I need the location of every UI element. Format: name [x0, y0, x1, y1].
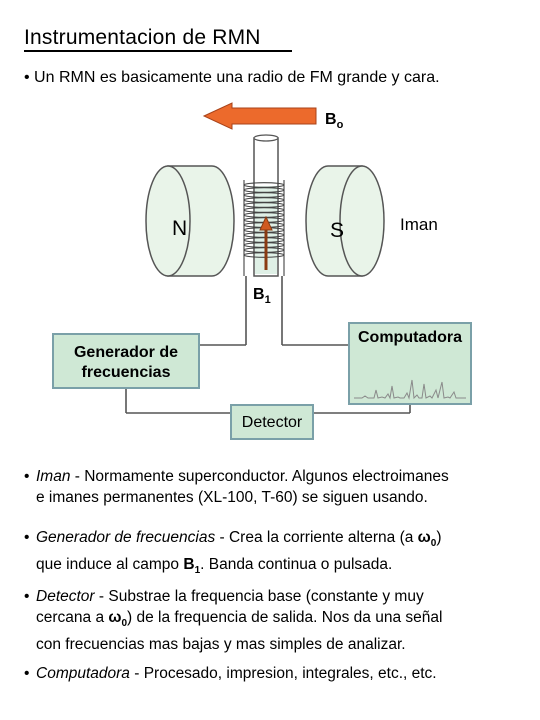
nmr-diagram: Bo N S Iman [125, 102, 438, 414]
page-title: Instrumentacion de RMN [24, 26, 261, 49]
detector-text-1: - Substrae la frequencia base (constante… [94, 588, 424, 605]
bullet-dot: • [24, 665, 30, 682]
iman-text-2: e imanes permanentes (XL-100, T-60) se s… [36, 489, 428, 506]
omega-symbol: ω [108, 609, 122, 626]
bullet-generador: • Generador de frecuencias - Crea la corr… [24, 527, 524, 581]
bullet-dot: • [24, 69, 35, 86]
generador-text-2a: que induce al campo [36, 556, 184, 574]
computadora-text-1: - Procesado, impresion, integrales, etc.… [129, 665, 437, 682]
iman-text-1: - Normamente superconductor. Algunos ele… [70, 468, 449, 485]
omega-symbol: ω [417, 529, 431, 546]
generador-text-1a: - Crea la corriente alterna (a [215, 529, 418, 546]
generator-label-line1: Generador de [73, 344, 179, 361]
omega-subscript: 0 [121, 618, 128, 630]
detector-line-2: cercana a ω0) de la frequencia de salida… [24, 607, 524, 634]
bullet-iman: • Iman - Normamente superconductor. Algun… [24, 466, 524, 508]
term-computadora: Computadora [36, 665, 130, 682]
computer-label: Computadora [358, 329, 462, 346]
detector-text-2a: cercana a [36, 609, 109, 626]
magnet-north [145, 165, 235, 277]
magnet-label: Iman [400, 215, 438, 234]
b-symbol: B [183, 556, 195, 574]
generador-text-2b: . Banda continua o pulsada. [200, 556, 393, 574]
detector-text-2b: ) de la frequencia de salida. Nos da una… [127, 609, 443, 626]
detector-box: Detector [230, 404, 314, 440]
detector-label: Detector [241, 414, 303, 431]
magnet-south [305, 165, 385, 277]
generator-label-line2: frecuencias [81, 364, 171, 381]
title-underline [24, 50, 292, 52]
b1-field-arrow [259, 215, 273, 270]
b-subscript: 1 [194, 565, 201, 577]
bullet-detector: • Detector - Substrae la frequencia base … [24, 586, 524, 655]
rf-coil [243, 180, 285, 276]
bullet-dot: • [24, 529, 30, 546]
frequency-generator-box: Generador de frecuencias [52, 333, 200, 389]
b1-label: B1 [253, 286, 271, 306]
generador-line-2: que induce al campo B1. Banda continua o… [24, 554, 524, 581]
term-iman: Iman [36, 468, 71, 485]
computer-box: Computadora [348, 322, 472, 405]
detector-text-3: con frecuencias mas bajas y mas simples … [36, 636, 406, 654]
spectrum-icon [354, 379, 466, 400]
bullet-dot: • [24, 468, 30, 485]
b0-field-arrow [202, 102, 317, 130]
term-generador: Generador de frecuencias [36, 529, 216, 546]
intro-bullet: • Un RMN es basicamente una radio de FM … [24, 69, 440, 87]
bullet-dot: • [24, 588, 30, 605]
pole-n-label: N [172, 217, 187, 240]
connection-wires [125, 276, 411, 414]
b0-label: Bo [325, 111, 344, 131]
generador-text-1b: ) [436, 529, 442, 546]
omega-subscript: 0 [430, 538, 437, 550]
bullet-computadora: • Computadora - Procesado, impresion, int… [24, 663, 524, 684]
pole-s-label: S [330, 219, 344, 242]
intro-text: Un RMN es basicamente una radio de FM gr… [34, 69, 440, 86]
term-detector: Detector [36, 588, 95, 605]
